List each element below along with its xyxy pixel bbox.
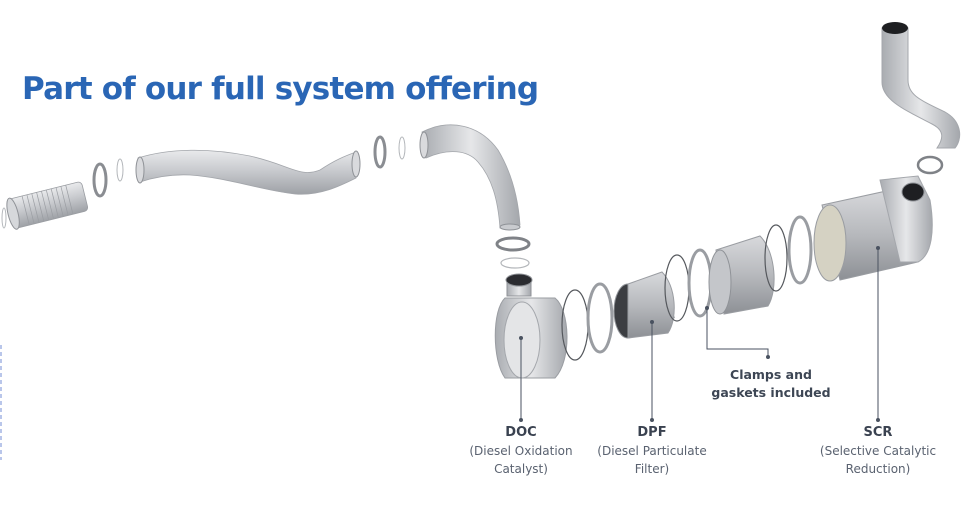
- scr-abbr: SCR: [863, 425, 893, 440]
- callout-doc: DOC (Diesel Oxidation Catalyst): [456, 424, 586, 478]
- doc-module: [494, 273, 568, 379]
- outlet-pipe: [881, 27, 961, 149]
- dpf-module: [613, 271, 675, 339]
- doc-desc-line1: (Diesel Oxidation: [469, 444, 573, 458]
- dpf-desc-line1: (Diesel Particulate: [597, 444, 707, 458]
- callout-dpf: DPF (Diesel Particulate Filter): [587, 424, 717, 478]
- clamps-line2: gaskets included: [711, 385, 831, 400]
- doc-abbr: DOC: [505, 425, 537, 440]
- dpf-abbr: DPF: [637, 425, 667, 440]
- s-pipe: [137, 149, 357, 195]
- scr-module: [813, 175, 933, 282]
- flex-pipe: [6, 181, 89, 230]
- elbow-pipe: [421, 124, 521, 229]
- callout-clamps: Clamps and gaskets included: [706, 366, 836, 402]
- scr-desc-line2: Reduction): [845, 462, 911, 476]
- page-title: Part of our full system offering: [22, 70, 539, 107]
- scr-desc-line1: (Selective Catalytic: [819, 444, 937, 458]
- connector-section: [708, 235, 775, 315]
- callout-scr: SCR (Selective Catalytic Reduction): [808, 424, 948, 478]
- clamps-line1: Clamps and: [730, 367, 812, 382]
- dpf-desc-line2: Filter): [634, 462, 670, 476]
- left-edge-artifact: [0, 345, 2, 460]
- doc-desc-line2: Catalyst): [494, 462, 548, 476]
